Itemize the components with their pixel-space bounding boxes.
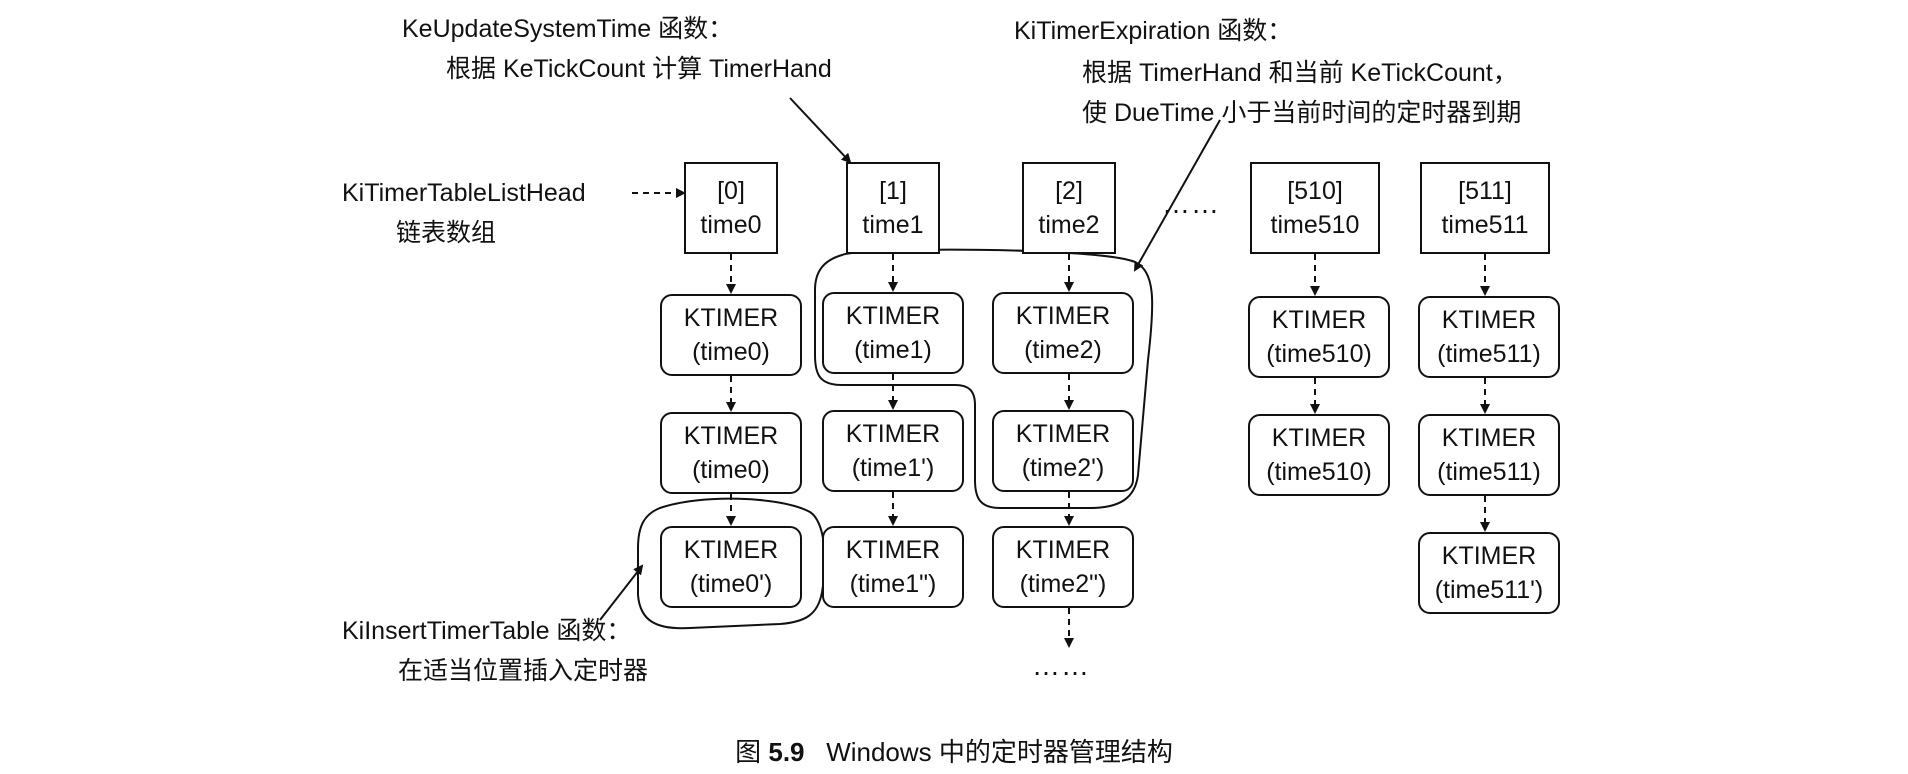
insert-func-label: KiInsertTimerTable 函数： xyxy=(342,617,632,645)
timer-table-head-1: [1] time1 xyxy=(846,162,940,254)
caption-number: 5.9 xyxy=(768,737,805,767)
head-time: time510 xyxy=(1270,211,1360,239)
head-index: [2] xyxy=(1055,177,1083,205)
update-arrow xyxy=(789,97,852,164)
ktimer-node: KTIMER(time1) xyxy=(822,292,964,374)
ktimer-node: KTIMER(time510) xyxy=(1248,414,1390,496)
figure-caption: 图 5.9 Windows 中的定时器管理结构 xyxy=(0,732,1908,769)
ktimer-node: KTIMER(time0) xyxy=(660,294,802,376)
expire-desc-label-2: 使 DueTime 小于当前时间的定时器到期 xyxy=(1082,99,1522,127)
expire-arrow xyxy=(1134,119,1221,272)
head-index: [511] xyxy=(1458,177,1512,205)
insert-region-outline xyxy=(637,497,826,630)
ktimer-node: KTIMER(time511) xyxy=(1418,296,1560,378)
head-time: time2 xyxy=(1038,211,1100,239)
expire-func-label: KiTimerExpiration 函数： xyxy=(1014,17,1293,45)
expire-desc-label-1: 根据 TimerHand 和当前 KeTickCount， xyxy=(1082,59,1518,87)
ktimer-node: KTIMER(time2) xyxy=(992,292,1134,374)
ktimer-node: KTIMER(time2') xyxy=(992,410,1134,492)
head-index: [0] xyxy=(717,177,745,205)
timer-table-head-2: [2] time2 xyxy=(1022,162,1116,254)
insert-desc-label: 在适当位置插入定时器 xyxy=(398,657,649,685)
timer-table-head-510: [510] time510 xyxy=(1250,162,1380,254)
timer-table-head-511: [511] time511 xyxy=(1420,162,1550,254)
columns-ellipsis: …… xyxy=(1162,188,1220,219)
ktimer-node: KTIMER(time1") xyxy=(822,526,964,608)
caption-title: Windows 中的定时器管理结构 xyxy=(826,737,1173,767)
ktimer-node: KTIMER(time511) xyxy=(1418,414,1560,496)
caption-prefix: 图 xyxy=(735,737,762,767)
head-index: [510] xyxy=(1287,177,1343,205)
table-head-desc-label: 链表数组 xyxy=(396,219,497,247)
update-func-label: KeUpdateSystemTime 函数： xyxy=(402,15,734,43)
head-time: time1 xyxy=(862,211,924,239)
head-time: time0 xyxy=(700,211,762,239)
timer-table-head-0: [0] time0 xyxy=(684,162,778,254)
table-head-label: KiTimerTableListHead xyxy=(342,179,586,207)
ktimer-node: KTIMER(time510) xyxy=(1248,296,1390,378)
ktimer-node: KTIMER(time0') xyxy=(660,526,802,608)
update-desc-label: 根据 KeTickCount 计算 TimerHand xyxy=(446,55,832,83)
ktimer-node: KTIMER(time2") xyxy=(992,526,1134,608)
ktimer-node: KTIMER(time0) xyxy=(660,412,802,494)
chain-ellipsis: …… xyxy=(1032,650,1090,681)
insert-arrow xyxy=(599,564,644,621)
ktimer-node: KTIMER(time1') xyxy=(822,410,964,492)
head-index: [1] xyxy=(879,177,907,205)
head-time: time511 xyxy=(1441,211,1529,239)
ktimer-node: KTIMER(time511') xyxy=(1418,532,1560,614)
